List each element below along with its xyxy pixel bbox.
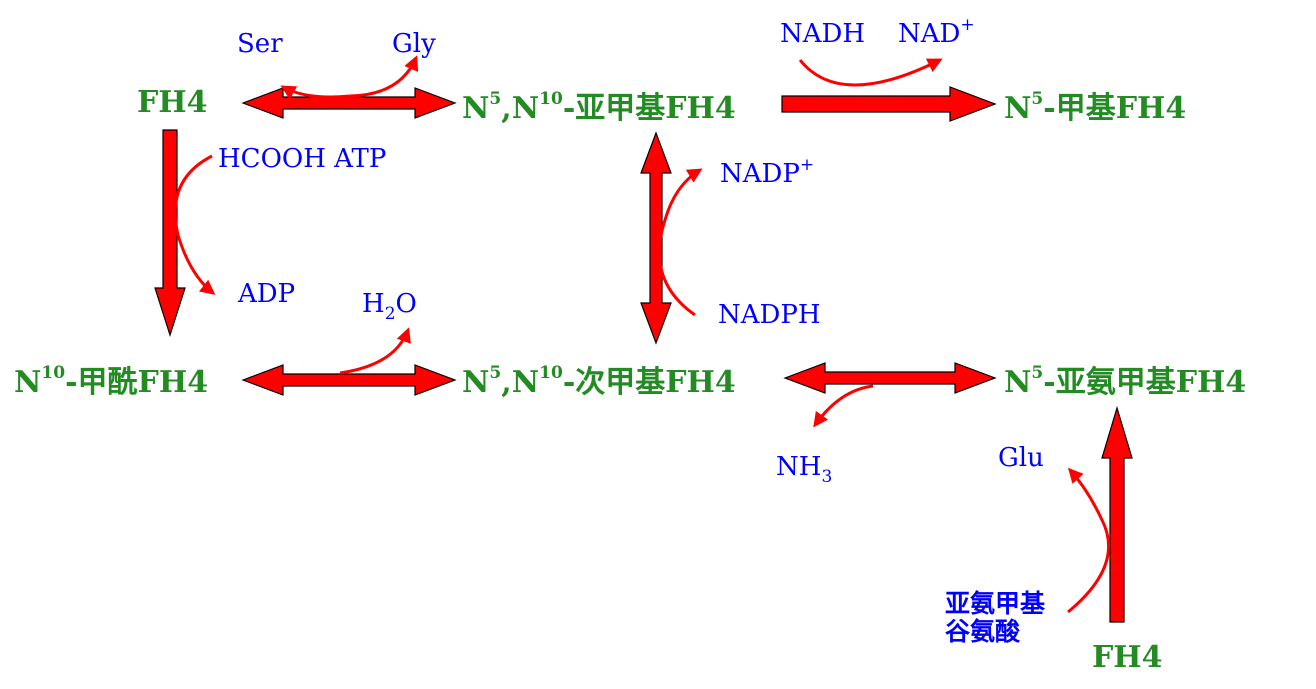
- label-glu: Glu: [998, 443, 1044, 473]
- arrow-fh4-formyl: [154, 129, 186, 337]
- label-nh3: NH3: [776, 452, 832, 487]
- curve-nadh-nad: [798, 58, 943, 87]
- node-methyl-fh4: N5-甲基FH4: [1004, 89, 1186, 126]
- curve-hcooh-adp: [173, 154, 216, 295]
- arrow-methylene-methyl: [781, 86, 997, 122]
- label-hcooh-atp: HCOOH ATP: [218, 144, 386, 174]
- node-methylene-fh4: N5,N10-亚甲基FH4: [462, 89, 736, 126]
- arrow-fh4-formimino: [1101, 405, 1133, 623]
- curve-nadph-nadp: [657, 168, 703, 317]
- arrow-methenyl-formimino: [783, 362, 997, 394]
- label-nadph: NADPH: [718, 300, 821, 330]
- curve-nh3: [813, 384, 874, 428]
- arrow-fh4-methylene: [241, 87, 457, 119]
- curve-ser-gly: [280, 85, 351, 100]
- label-h2o: H2O: [362, 289, 417, 324]
- node-fh4-top: FH4: [137, 85, 208, 120]
- arrow-formyl-methenyl: [241, 364, 457, 396]
- node-formyl-fh4: N10-甲酰FH4: [14, 363, 208, 400]
- label-gly: Gly: [392, 29, 436, 59]
- node-fh4-bottom: FH4: [1092, 640, 1163, 675]
- label-formiminoglutamate-line2: 谷氨酸: [945, 617, 1021, 646]
- label-nadh: NADH: [780, 19, 865, 49]
- label-formiminoglutamate-line1: 亚氨甲基: [945, 589, 1045, 618]
- curve-glu: [1067, 467, 1111, 614]
- label-ser: Ser: [237, 29, 283, 59]
- label-nadp-plus: NADP+: [720, 155, 814, 189]
- label-adp: ADP: [237, 279, 295, 309]
- curve-h2o: [339, 327, 411, 375]
- curve-ser-gly-right: [349, 55, 419, 98]
- node-methenyl-fh4: N5,N10-次甲基FH4: [462, 363, 736, 400]
- label-nad-plus: NAD+: [898, 15, 975, 49]
- node-formimino-fh4: N5-亚氨甲基FH4: [1004, 363, 1246, 400]
- arrow-methylene-methenyl: [640, 131, 672, 345]
